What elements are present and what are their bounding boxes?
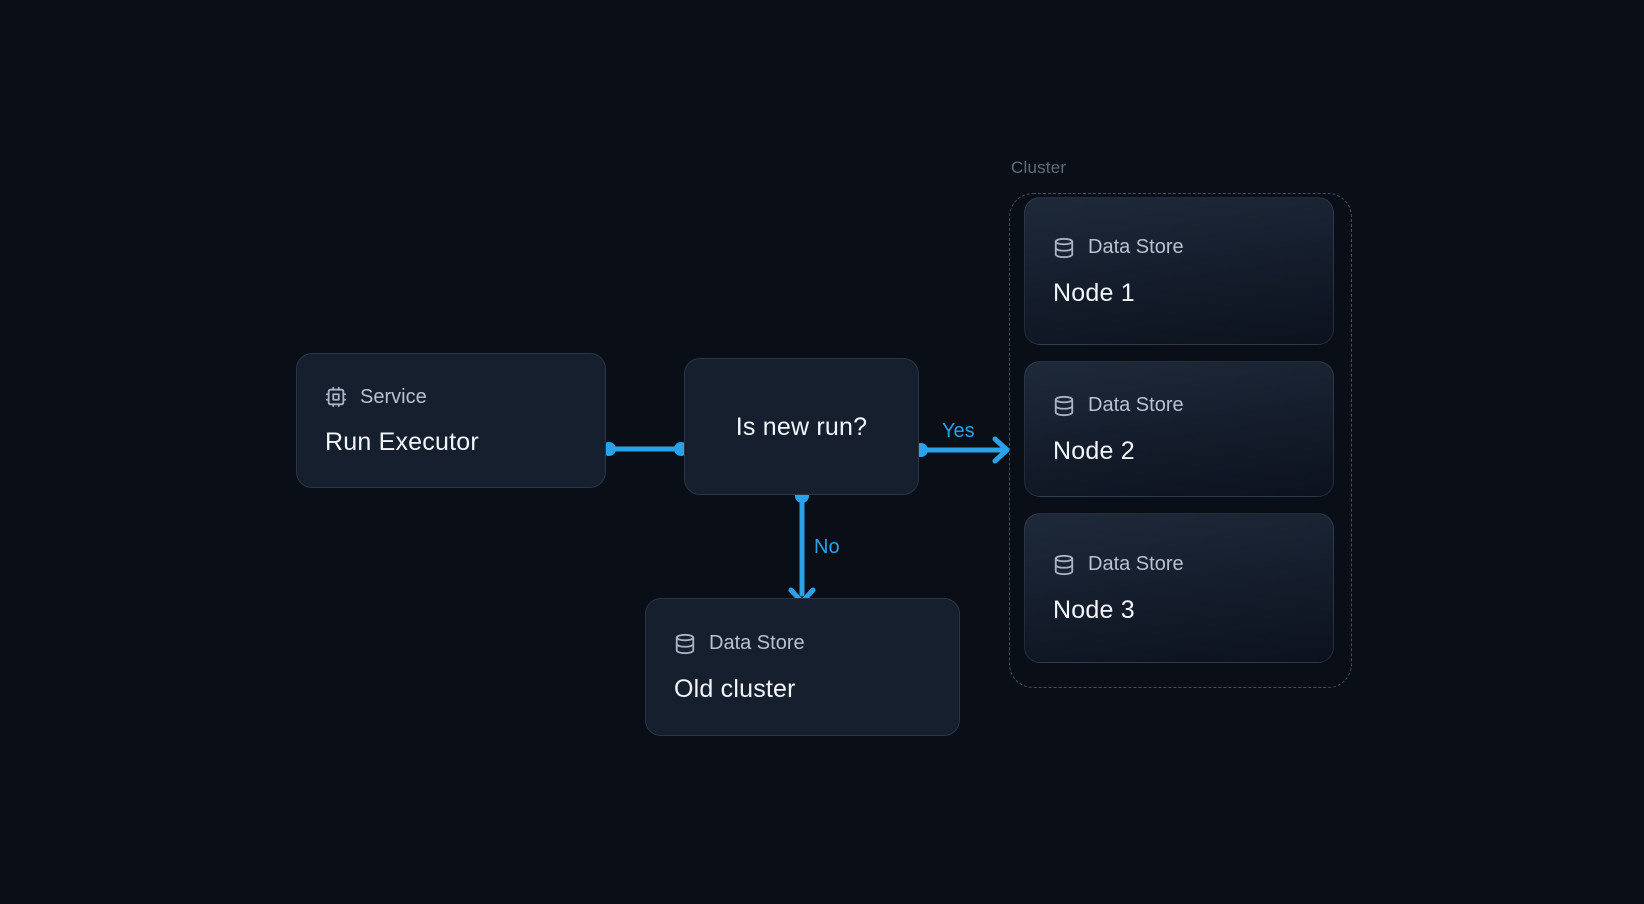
edge-label-no: No <box>814 536 840 558</box>
node-decision-is-new-run[interactable]: Is new run? <box>684 358 919 495</box>
node-type-row: Service <box>325 383 577 411</box>
edge-label-yes: Yes <box>942 420 975 442</box>
cpu-icon <box>325 386 347 408</box>
database-icon <box>1053 237 1075 259</box>
node-type-label: Data Store <box>1088 553 1184 575</box>
node-type-label: Data Store <box>1088 236 1184 258</box>
node-data-store-node-1[interactable]: Data Store Node 1 <box>1024 197 1334 345</box>
node-title: Node 3 <box>1053 595 1135 624</box>
node-title: Old cluster <box>674 674 796 703</box>
node-type-label: Data Store <box>709 632 805 654</box>
node-type-row: Data Store <box>1053 551 1305 579</box>
node-service-run-executor[interactable]: Service Run Executor <box>296 353 606 488</box>
node-title: Node 1 <box>1053 278 1135 307</box>
node-type-row: Data Store <box>674 630 931 658</box>
node-title: Run Executor <box>325 428 479 456</box>
cluster-group-boundary[interactable] <box>1009 193 1352 688</box>
database-icon <box>1053 554 1075 576</box>
cluster-group-label: Cluster <box>1011 158 1067 177</box>
node-old-cluster[interactable]: Data Store Old cluster <box>645 598 960 736</box>
node-type-row: Data Store <box>1053 392 1305 420</box>
edge-service-to-decision <box>602 442 688 456</box>
node-data-store-node-2[interactable]: Data Store Node 2 <box>1024 361 1334 497</box>
node-data-store-node-3[interactable]: Data Store Node 3 <box>1024 513 1334 663</box>
node-type-row: Data Store <box>1053 234 1305 262</box>
node-title: Node 2 <box>1053 436 1135 465</box>
node-type-label: Service <box>360 385 427 408</box>
database-icon <box>1053 395 1075 417</box>
edge-decision-to-old-cluster-no <box>788 489 816 605</box>
database-icon <box>674 633 696 655</box>
node-type-label: Data Store <box>1088 394 1184 416</box>
arrow-head-icon <box>992 436 1010 464</box>
node-title: Is new run? <box>735 412 868 441</box>
